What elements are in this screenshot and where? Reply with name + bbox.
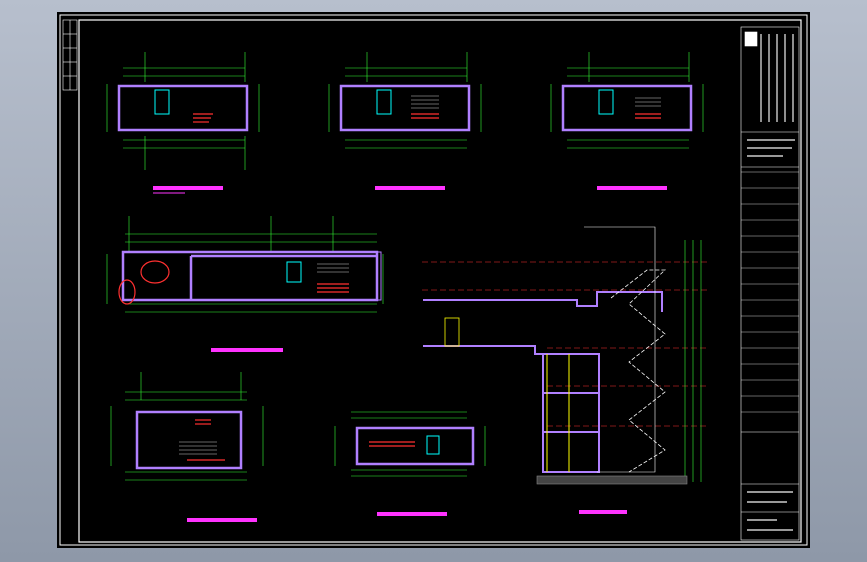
plan-view-3 bbox=[550, 52, 704, 190]
plan-view-2 bbox=[328, 52, 482, 190]
plan-view-6 bbox=[334, 411, 486, 516]
section-stair bbox=[610, 269, 667, 473]
revision-cloud-2 bbox=[118, 279, 136, 305]
title-block bbox=[740, 26, 800, 541]
plan-1-core bbox=[154, 89, 170, 115]
section-view bbox=[422, 226, 707, 514]
section-slab bbox=[423, 291, 663, 312]
plan-1-walls bbox=[117, 84, 249, 132]
section-stair-outline bbox=[584, 226, 656, 473]
plan-view-1 bbox=[106, 52, 260, 194]
plan-view-5 bbox=[110, 372, 264, 522]
drawing-canvas[interactable] bbox=[57, 12, 810, 548]
plan-1-dimensions bbox=[106, 52, 260, 170]
section-levels bbox=[422, 261, 707, 427]
sheet-inner-border bbox=[78, 19, 802, 543]
plan-view-4 bbox=[106, 216, 384, 352]
plan-1-title bbox=[153, 186, 223, 190]
binding-strip bbox=[62, 19, 78, 91]
sheet-outer-border bbox=[59, 14, 808, 546]
title-block-text bbox=[747, 34, 795, 531]
drawing-sheet bbox=[59, 14, 808, 546]
plan-1-stair bbox=[193, 113, 213, 123]
title-block-rows bbox=[741, 171, 799, 413]
revision-cloud-1 bbox=[140, 260, 170, 284]
section-ground bbox=[536, 475, 688, 485]
